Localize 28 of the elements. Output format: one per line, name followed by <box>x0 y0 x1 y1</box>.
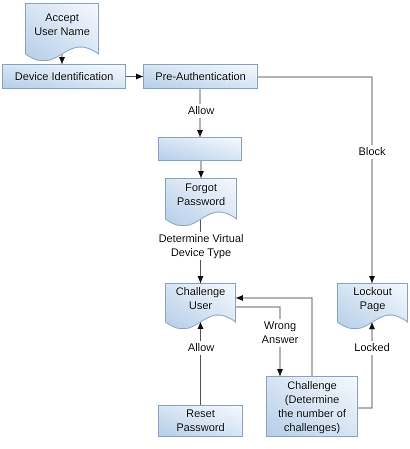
edge-label: Block <box>356 145 388 159</box>
process-box <box>2 64 126 89</box>
process-box <box>143 64 258 89</box>
arrow <box>236 295 312 376</box>
step-label: Device Identification <box>14 70 114 84</box>
step-label: Challenge (Determine the number of challenges) <box>278 378 346 434</box>
step-label: Challenge User <box>174 285 226 313</box>
edge-label: Allow <box>186 341 216 355</box>
document-shape <box>165 178 237 226</box>
step-label: Lockout Page <box>352 285 393 313</box>
step-label: Reset Password <box>175 407 226 435</box>
document-shape <box>337 283 408 329</box>
document-shape <box>25 3 99 61</box>
process-box <box>158 137 242 161</box>
arrow <box>198 160 204 178</box>
step-label: Pre-Authentication <box>155 70 246 84</box>
edge-label: Allow <box>186 104 216 118</box>
arrow <box>358 322 375 408</box>
process-box <box>266 376 358 437</box>
process-box <box>158 405 243 437</box>
document-shape <box>165 283 236 329</box>
edge-label: Locked <box>352 341 392 355</box>
arrow <box>258 76 375 284</box>
arrow <box>59 54 65 64</box>
edge-label: Wrong Answer <box>260 319 300 347</box>
step-label: Accept User Name <box>33 11 91 39</box>
step-label: Forgot Password <box>176 181 226 209</box>
arrow <box>126 74 144 80</box>
